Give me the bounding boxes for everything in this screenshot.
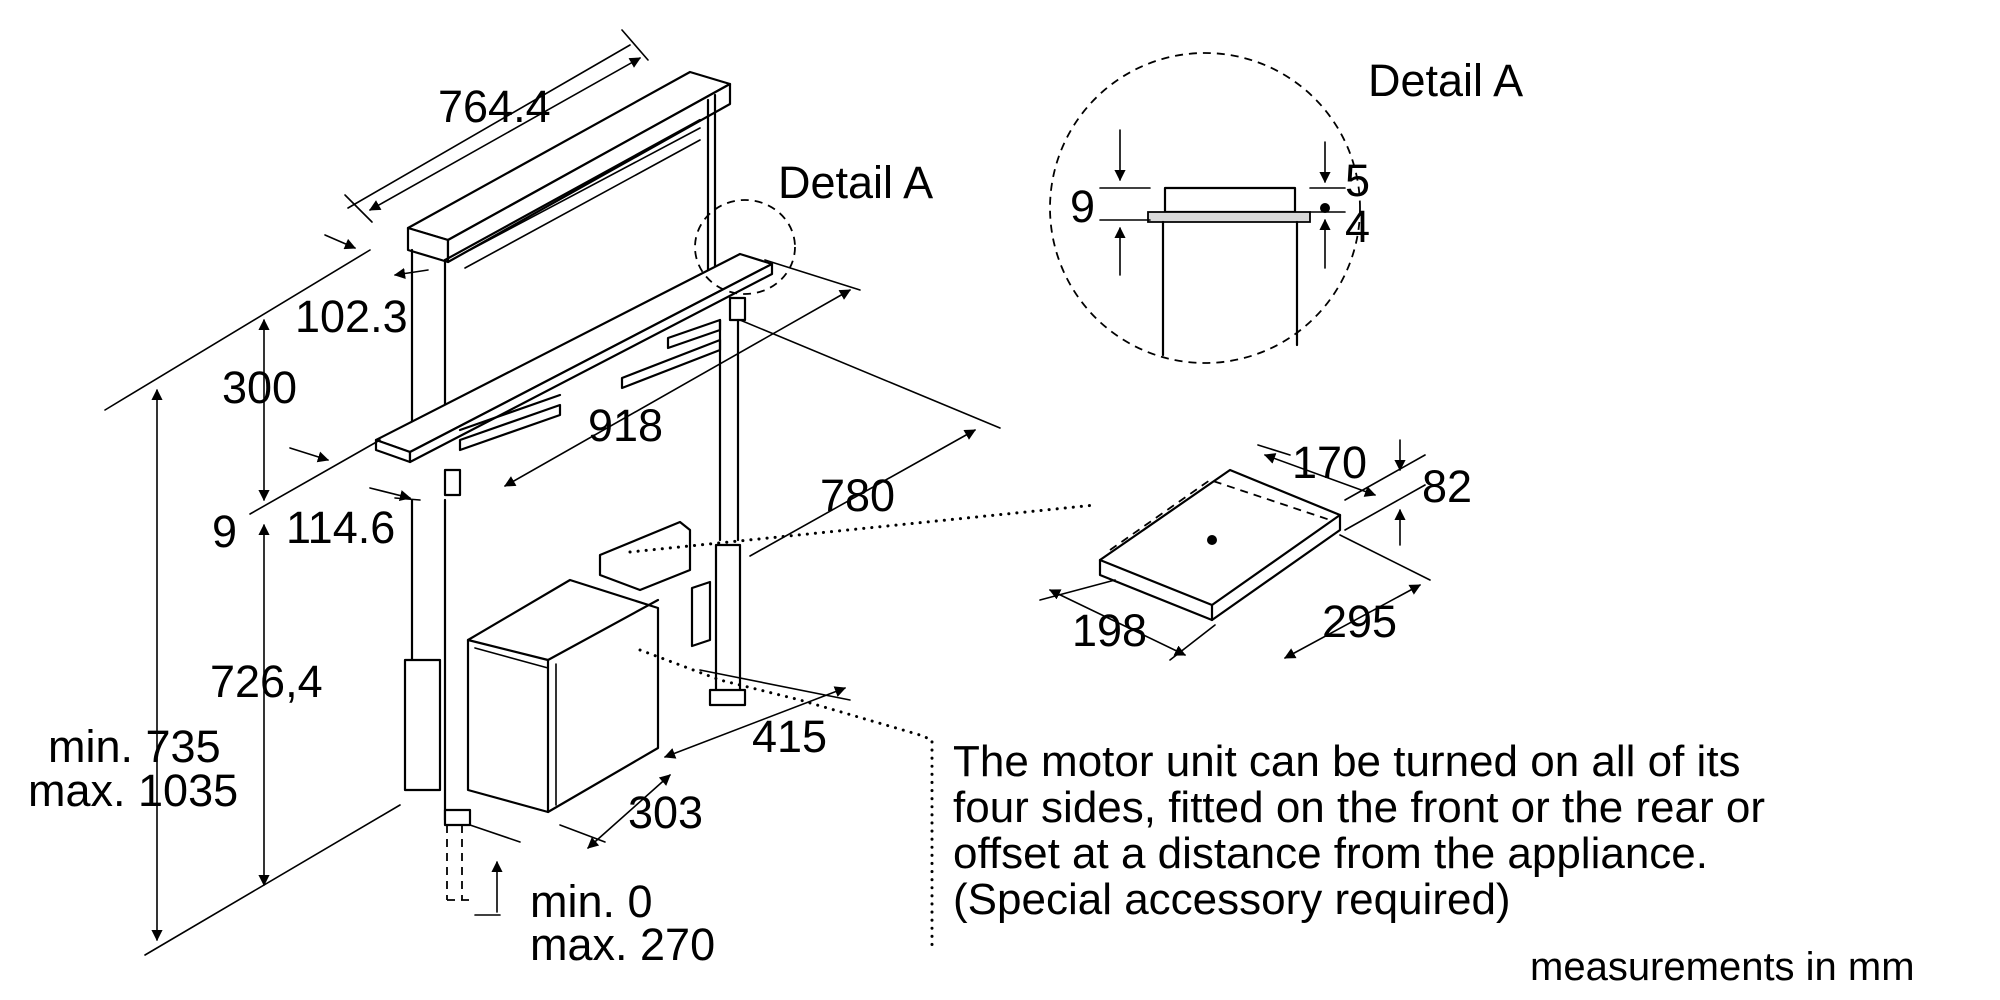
detail-callout-label: Detail A xyxy=(778,157,933,208)
dim-cutout-depth: 780 xyxy=(820,470,895,521)
dim-filter-width: 170 xyxy=(1292,437,1367,488)
note-line-3: offset at a distance from the appliance. xyxy=(953,829,1708,878)
detail-dim-total: 9 xyxy=(1070,181,1095,232)
dim-adjust-min: min. 0 xyxy=(530,876,653,927)
detail-a-callout xyxy=(694,199,796,295)
dimension-labels: 764.4 102.3 300 9 114.6 918 780 726,4 mi… xyxy=(28,55,1523,970)
dim-width: 764.4 xyxy=(438,81,551,132)
dim-filter-height: 82 xyxy=(1422,461,1472,512)
dim-total-height-min: min. 735 xyxy=(48,721,221,772)
dim-motor-depth: 303 xyxy=(628,787,703,838)
dim-rail-thickness: 9 xyxy=(212,506,237,557)
detail-title: Detail A xyxy=(1368,55,1523,106)
dim-total-height-max: max. 1035 xyxy=(28,765,238,816)
main-dimensions xyxy=(104,29,1001,956)
dim-motor-offset: 415 xyxy=(752,711,827,762)
dim-depth: 102.3 xyxy=(295,291,408,342)
detail-dim-bottom: 4 xyxy=(1345,201,1370,252)
units-label: measurements in mm xyxy=(1530,945,1915,989)
detail-a-view xyxy=(1049,52,1361,364)
dim-body-height: 726,4 xyxy=(210,656,323,707)
note-line-1: The motor unit can be turned on all of i… xyxy=(953,737,1741,786)
dim-adjust-max: max. 270 xyxy=(530,919,715,970)
detail-dim-top: 5 xyxy=(1345,155,1370,206)
dim-filter-depth: 198 xyxy=(1072,605,1147,656)
dim-frame-depth: 114.6 xyxy=(286,502,395,553)
dim-rail-width: 918 xyxy=(588,400,663,451)
installation-note: The motor unit can be turned on all of i… xyxy=(953,737,1765,924)
dim-height-above-counter: 300 xyxy=(222,362,297,413)
filter-module xyxy=(1039,439,1431,661)
dim-filter-length: 295 xyxy=(1322,596,1397,647)
note-line-2: four sides, fitted on the front or the r… xyxy=(953,783,1765,832)
note-line-4: (Special accessory required) xyxy=(953,875,1511,924)
